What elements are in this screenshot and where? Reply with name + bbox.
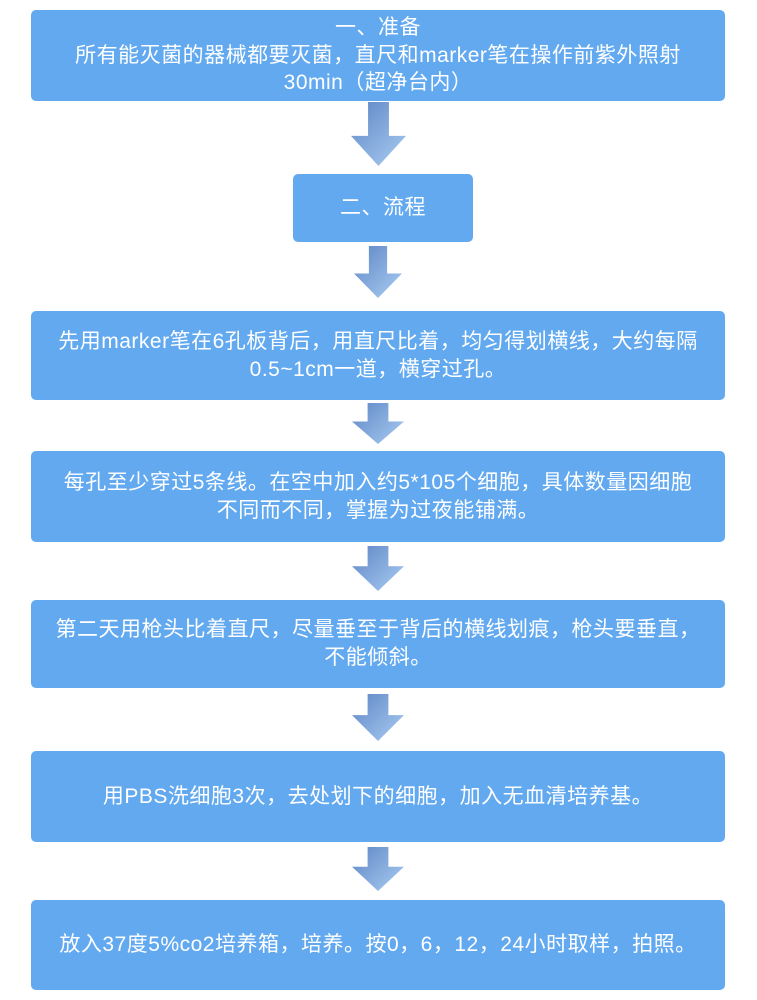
step-box-draw-lines: 先用marker笔在6孔板背后，用直尺比着，均匀得划横线，大约每隔 0.5~1c…	[31, 311, 725, 400]
down-arrow-icon	[352, 694, 404, 741]
down-arrow-icon	[352, 847, 404, 891]
step-box-wash-pbs: 用PBS洗细胞3次，去处划下的细胞，加入无血清培养基。	[31, 751, 725, 842]
step-text-process: 二、流程	[340, 196, 426, 220]
step-box-scratch: 第二天用枪头比着直尺，尽量垂至于背后的横线划痕，枪头要垂直， 不能倾斜。	[31, 600, 725, 688]
step-text-draw-lines: 先用marker笔在6孔板背后，用直尺比着，均匀得划横线，大约每隔 0.5~1c…	[58, 329, 698, 381]
step-box-seed-cells: 每孔至少穿过5条线。在空中加入约5*105个细胞，具体数量因细胞 不同而不同，掌…	[31, 451, 725, 542]
step-text-incubate: 放入37度5%co2培养箱，培养。按0，6，12，24小时取样，拍照。	[59, 933, 697, 957]
step-text-scratch: 第二天用枪头比着直尺，尽量垂至于背后的横线划痕，枪头要垂直， 不能倾斜。	[55, 618, 701, 669]
down-arrow-icon	[354, 246, 402, 298]
down-arrow-icon	[352, 546, 404, 591]
step-box-incubate: 放入37度5%co2培养箱，培养。按0，6，12，24小时取样，拍照。	[31, 900, 725, 990]
step-text-prepare: 一、准备 所有能灭菌的器械都要灭菌，直尺和marker笔在操作前紫外照射 30m…	[75, 15, 681, 95]
down-arrow-icon	[351, 102, 406, 166]
step-text-seed-cells: 每孔至少穿过5条线。在空中加入约5*105个细胞，具体数量因细胞 不同而不同，掌…	[63, 470, 693, 522]
step-text-wash-pbs: 用PBS洗细胞3次，去处划下的细胞，加入无血清培养基。	[102, 784, 654, 808]
step-box-process: 二、流程	[293, 174, 473, 242]
down-arrow-icon	[352, 403, 404, 444]
step-box-prepare: 一、准备 所有能灭菌的器械都要灭菌，直尺和marker笔在操作前紫外照射 30m…	[31, 10, 725, 101]
